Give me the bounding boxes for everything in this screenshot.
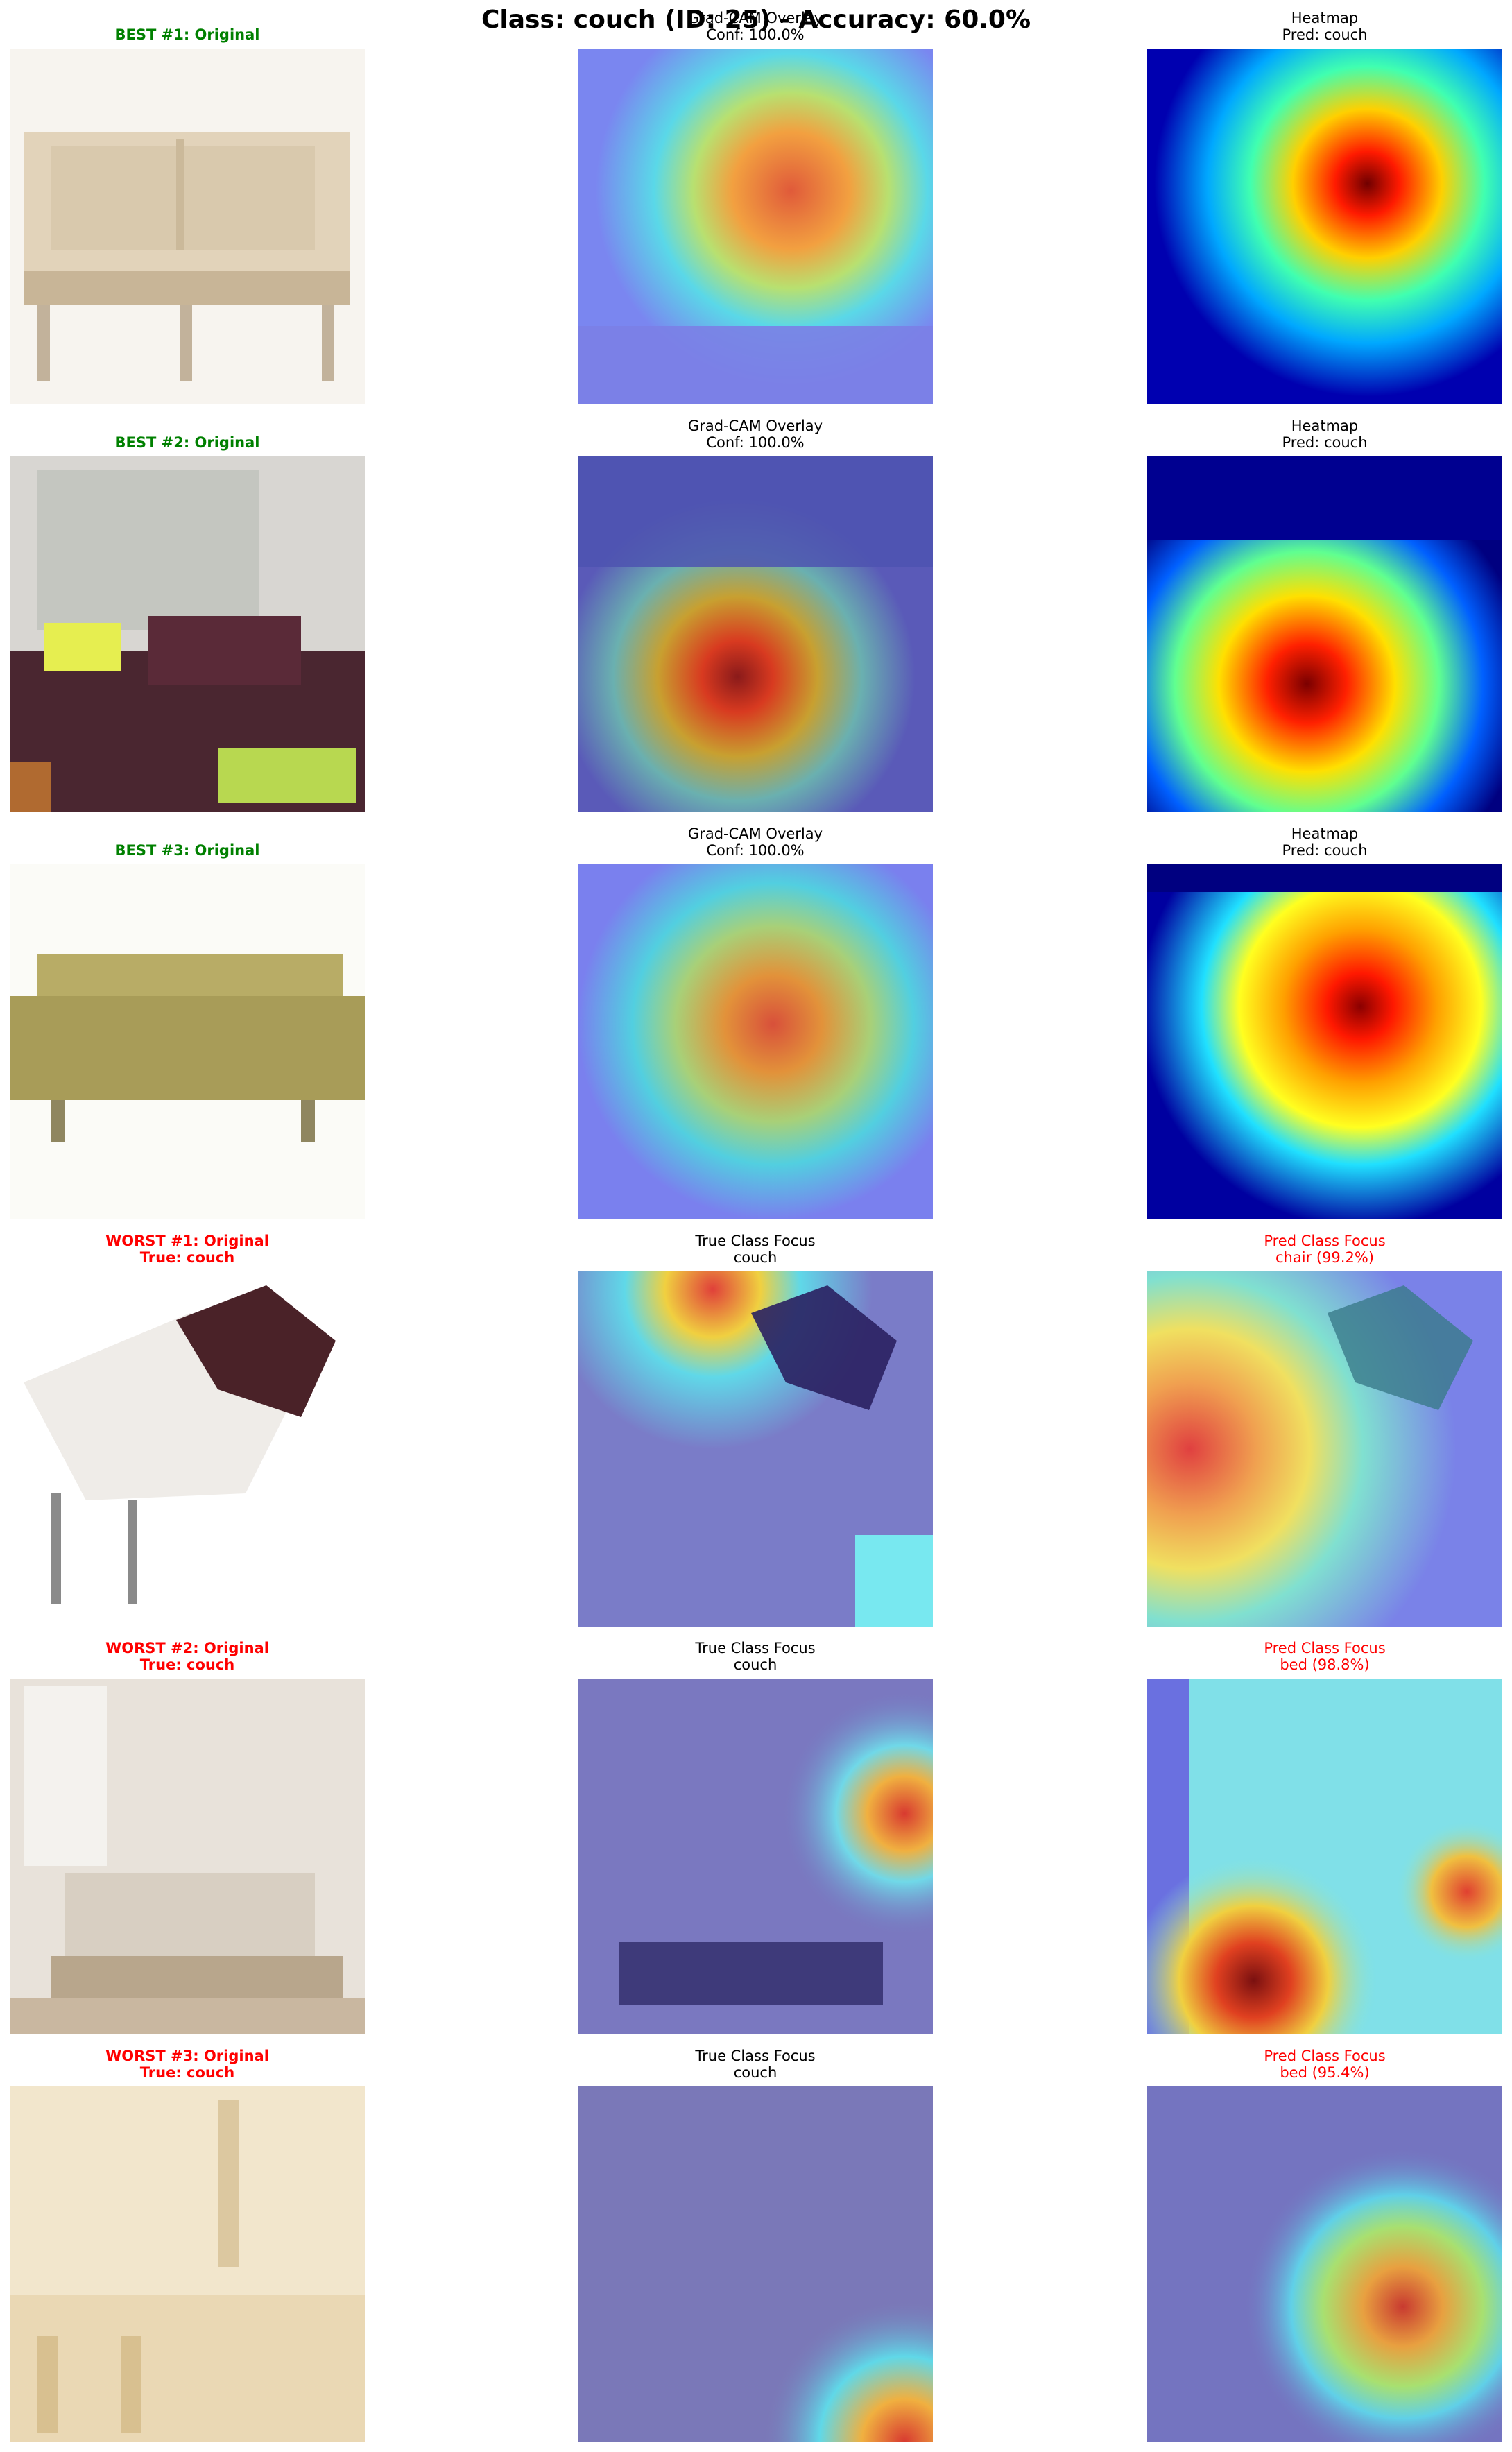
worst-3-true-class-overlay-image <box>578 2086 933 2442</box>
best-3-gradcam-overlay-image <box>578 864 933 1219</box>
worst-2-original-title: WORST #2: Original True: couch <box>105 1640 269 1673</box>
figure-title: Class: couch (ID: 25) - Accuracy: 60.0% <box>481 6 1031 34</box>
best-3-heatmap-title: Heatmap Pred: couch <box>1282 825 1368 859</box>
worst-2-overlay-title: True Class Focus couch <box>695 1640 816 1673</box>
worst-3-overlay-title: True Class Focus couch <box>695 2048 816 2081</box>
best-1-gradcam-overlay-image <box>578 49 933 404</box>
worst-1-original-title: WORST #1: Original True: couch <box>105 1233 269 1266</box>
worst-1-true-class-overlay-image <box>578 1271 933 1627</box>
worst-1-pred-class-overlay-image <box>1147 1271 1502 1627</box>
best-3-overlay-title: Grad-CAM Overlay Conf: 100.0% <box>687 825 823 859</box>
worst-2-true-class-overlay-image <box>578 1679 933 2034</box>
best-2-heatmap-title: Heatmap Pred: couch <box>1282 418 1368 451</box>
best-1-overlay-title: Grad-CAM Overlay Conf: 100.0% <box>687 10 823 43</box>
worst-2-pred-class-overlay-image <box>1147 1679 1502 2034</box>
best-2-original-title: BEST #2: Original <box>114 434 260 451</box>
worst-1-original-image <box>10 1271 365 1627</box>
best-3-heatmap-image <box>1147 864 1502 1219</box>
best-1-heatmap-title: Heatmap Pred: couch <box>1282 10 1368 43</box>
best-3-original-image <box>10 864 365 1219</box>
best-1-heatmap-image <box>1147 49 1502 404</box>
best-1-original-image <box>10 49 365 404</box>
worst-3-original-title: WORST #3: Original True: couch <box>105 2048 269 2081</box>
worst-3-original-image <box>10 2086 365 2442</box>
best-1-original-title: BEST #1: Original <box>114 26 260 43</box>
best-2-heatmap-image <box>1147 456 1502 812</box>
best-2-original-image <box>10 456 365 812</box>
worst-2-original-image <box>10 1679 365 2034</box>
worst-1-overlay-title: True Class Focus couch <box>695 1233 816 1266</box>
best-3-original-title: BEST #3: Original <box>114 842 260 859</box>
worst-3-pred-class-overlay-image <box>1147 2086 1502 2442</box>
best-2-overlay-title: Grad-CAM Overlay Conf: 100.0% <box>687 418 823 451</box>
worst-3-heatmap-title: Pred Class Focus bed (95.4%) <box>1264 2048 1386 2081</box>
worst-1-heatmap-title: Pred Class Focus chair (99.2%) <box>1264 1233 1386 1266</box>
best-2-gradcam-overlay-image <box>578 456 933 812</box>
worst-2-heatmap-title: Pred Class Focus bed (98.8%) <box>1264 1640 1386 1673</box>
